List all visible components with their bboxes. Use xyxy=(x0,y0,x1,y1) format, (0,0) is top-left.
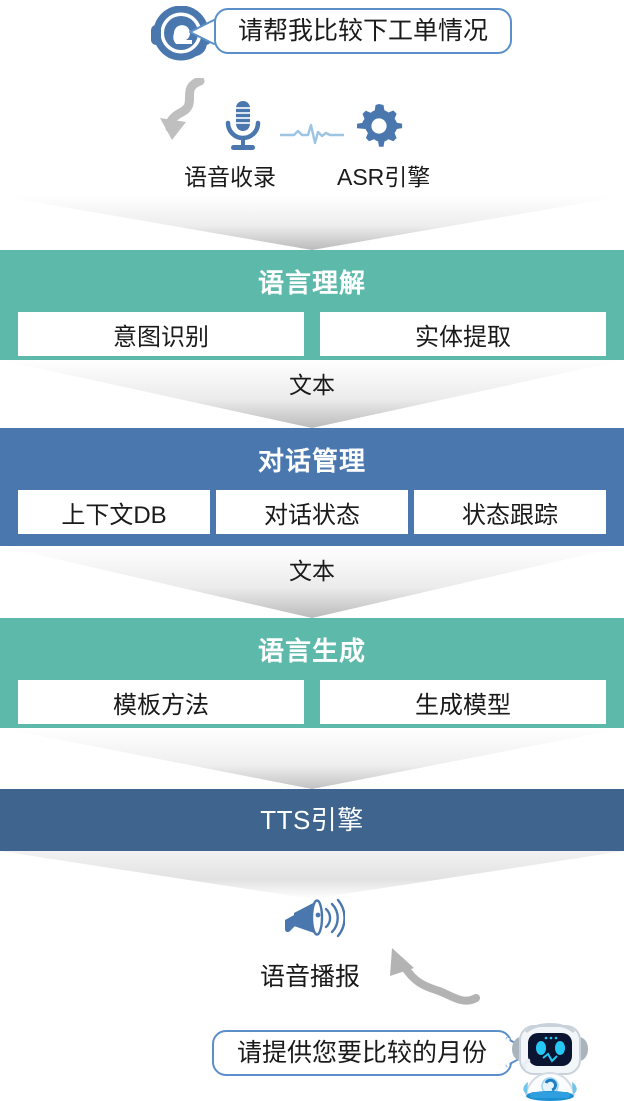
connector-label-text-2: 文本 xyxy=(289,558,335,584)
connector-nlu-to-dm: 文本 xyxy=(0,360,624,428)
connector-nlg-to-tts xyxy=(0,728,624,789)
connector-dm-to-nlg: 文本 xyxy=(0,546,624,618)
curved-arrow-up-left-icon xyxy=(390,948,480,1005)
sub-box[interactable]: 模板方法 xyxy=(18,680,304,724)
megaphone-speaker-icon xyxy=(285,898,345,938)
sub-box[interactable]: 生成模型 xyxy=(320,680,606,724)
capture-label-asr: ASR引擎 xyxy=(337,164,431,190)
stage-title-tts: TTS引擎 xyxy=(260,805,364,835)
bot-speech-bubble: 请提供您要比较的月份 xyxy=(212,1030,512,1076)
sub-box[interactable]: 对话状态 xyxy=(216,490,408,534)
stage-panel-nlu: 语言理解 意图识别 实体提取 xyxy=(0,250,624,360)
microphone-icon xyxy=(225,101,261,150)
connector-asr-to-nlu xyxy=(0,196,624,250)
sub-box[interactable]: 实体提取 xyxy=(320,312,606,356)
stage-title-nlg: 语言生成 xyxy=(257,636,366,666)
curved-arrow-down-icon xyxy=(160,78,205,140)
user-bubble-text: 请帮我比较下工单情况 xyxy=(237,16,488,45)
connector-label-text-1: 文本 xyxy=(289,372,335,398)
connector-tts-to-output xyxy=(0,851,624,899)
sub-box[interactable]: 意图识别 xyxy=(18,312,304,356)
stage-title-nlu: 语言理解 xyxy=(257,268,366,298)
stage-panel-tts: TTS引擎 xyxy=(0,789,624,851)
sub-box[interactable]: 上下文DB xyxy=(18,490,210,534)
stage-panel-dm: 对话管理 上下文DB 对话状态 状态跟踪 xyxy=(0,428,624,546)
stage-boxes-nlu: 意图识别 实体提取 xyxy=(0,312,624,356)
capture-label-voice: 语音收录 xyxy=(184,164,276,190)
gear-icon xyxy=(357,104,403,147)
waveform-icon xyxy=(280,123,344,145)
bot-bubble-text: 请提供您要比较的月份 xyxy=(236,1038,487,1067)
robot-icon xyxy=(512,1023,588,1101)
stage-boxes-dm: 上下文DB 对话状态 状态跟踪 xyxy=(0,490,624,534)
sub-box[interactable]: 状态跟踪 xyxy=(414,490,606,534)
stage-boxes-nlg: 模板方法 生成模型 xyxy=(0,680,624,724)
user-speech-bubble: 请帮我比较下工单情况 xyxy=(214,8,512,54)
output-label: 语音播报 xyxy=(260,963,361,991)
stage-panel-nlg: 语言生成 模板方法 生成模型 xyxy=(0,618,624,728)
stage-title-dm: 对话管理 xyxy=(257,446,366,476)
